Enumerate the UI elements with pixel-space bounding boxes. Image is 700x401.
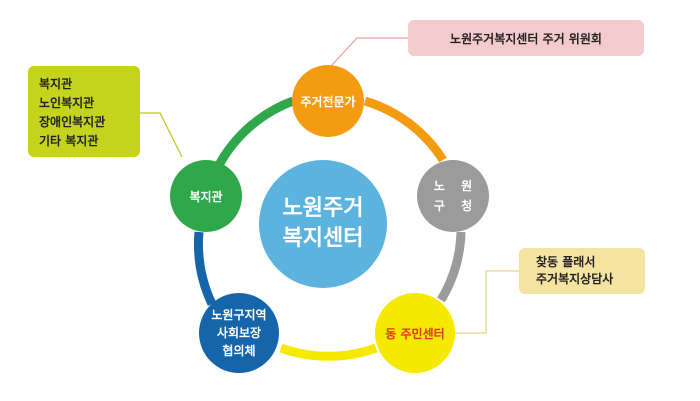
- node-welfare-center: 복지관: [170, 160, 242, 232]
- callout-committee-text: 노원주거복지센터 주거 위원회: [450, 31, 602, 46]
- node-welfare-center-label: 복지관: [189, 189, 223, 204]
- node-gu-office: 노 원 구 청: [417, 160, 489, 232]
- node-housing-expert-label: 주거전문가: [300, 94, 356, 109]
- node-dong-center-label: 동 주민센터: [385, 326, 445, 341]
- ring-arc-gray: [437, 231, 466, 303]
- callout-committee: 노원주거복지센터 주거 위원회: [408, 20, 644, 56]
- ring-arc-green: [215, 96, 295, 168]
- node-gu-office-line-2: 구 청: [433, 199, 479, 213]
- callout-welfare-item: 복지관: [39, 77, 73, 91]
- ring-arc-yellow: [279, 343, 378, 361]
- node-council-line-3: 협의체: [222, 344, 256, 358]
- callout-welfare-item: 장애인복지관: [39, 115, 106, 129]
- callout-dong-service: 찾동 플래서 주거복지상담사: [519, 248, 645, 294]
- node-housing-expert: 주거전문가: [292, 65, 364, 137]
- node-council-line-2: 사회보장: [216, 326, 262, 340]
- callout-dong-line-2: 주거복지상담사: [536, 272, 614, 286]
- callout-welfare-list: 복지관 노인복지관 장애인복지관 기타 복지관: [28, 66, 140, 157]
- ring-arc-orange: [363, 96, 447, 163]
- node-gu-office-line-1: 노 원: [433, 179, 479, 193]
- center-line-2: 복지센터: [282, 226, 364, 251]
- node-council-line-1: 노원구지역: [211, 308, 267, 322]
- connector-welfare-list: [140, 112, 183, 158]
- callout-welfare-item: 기타 복지관: [39, 134, 99, 148]
- callout-dong-line-1: 찾동 플래서: [536, 255, 596, 269]
- center-line-1: 노원주거: [282, 196, 364, 221]
- ring-arc-blue: [194, 231, 217, 306]
- connector-committee: [330, 37, 408, 67]
- center-node-housing-welfare-center: 노원주거 복지센터: [259, 160, 387, 288]
- node-dong-center: 동 주민센터: [375, 293, 455, 373]
- callout-welfare-item: 노인복지관: [39, 96, 95, 110]
- node-social-security-council: 노원구지역 사회보장 협의체: [199, 293, 279, 373]
- connector-dong-service: [455, 270, 519, 334]
